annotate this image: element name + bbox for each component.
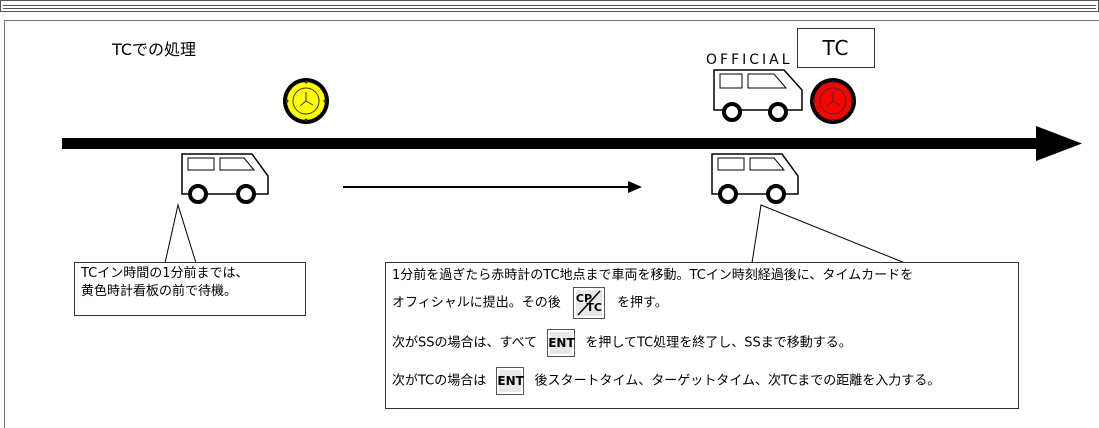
callout2-line3-post: を押してTC処理を終了し、SSまで移動する。 bbox=[585, 335, 852, 351]
callout2-line2-pre: オフィシャルに提出。その後 bbox=[392, 295, 561, 311]
cp-tc-button-icon: CP TC bbox=[572, 287, 605, 319]
frame-left-line bbox=[4, 20, 5, 428]
official-label: OFFICIAL bbox=[706, 52, 793, 68]
ent-button-icon-2: ENT bbox=[496, 367, 525, 395]
window-top-border bbox=[0, 0, 1099, 12]
ent-button-icon: ENT bbox=[547, 329, 576, 357]
callout2-line3: 次がSSの場合は、すべて ENT を押してTC処理を終了し、SSまで移動する。 bbox=[392, 329, 1012, 357]
official-van-icon bbox=[713, 69, 803, 122]
tc-button-label: TC bbox=[586, 301, 602, 314]
waiting-van-icon bbox=[181, 153, 269, 204]
red-clock-icon bbox=[810, 78, 856, 124]
timeline-arrow bbox=[62, 126, 1082, 161]
cp-button-label: CP bbox=[575, 292, 593, 305]
callout1-pointer bbox=[164, 203, 197, 264]
movement-arrow bbox=[343, 181, 642, 193]
callout2-line2: オフィシャルに提出。その後 CP TC を押す。 bbox=[392, 287, 1012, 319]
callout2-line3-pre: 次がSSの場合は、すべて bbox=[392, 335, 538, 351]
callout1-line2: 黄色時計看板の前で待機。 bbox=[81, 284, 238, 299]
callout2-pointer bbox=[751, 204, 906, 264]
callout-procedure: 1分前を過ぎたら赤時計のTC地点まで車両を移動。TCイン時刻経過後に、タイムカー… bbox=[385, 262, 1019, 409]
callout1-line1: TCイン時間の1分前までは、 bbox=[81, 266, 249, 281]
moved-van-icon bbox=[711, 153, 799, 204]
yellow-clock-icon bbox=[283, 78, 329, 124]
callout2-line2-post: を押す。 bbox=[617, 295, 668, 311]
frame-top-line bbox=[4, 20, 1099, 21]
callout2-line4-pre: 次がTCの場合は bbox=[392, 373, 487, 389]
callout2-line4: 次がTCの場合は ENT 後スタートタイム、ターゲットタイム、次TCまでの距離を… bbox=[392, 367, 1012, 395]
callout2-line4-post: 後スタートタイム、ターゲットタイム、次TCまでの距離を入力する。 bbox=[534, 373, 941, 389]
diagram-title: TCでの処理 bbox=[112, 40, 197, 59]
tc-sign: TC bbox=[797, 28, 875, 68]
callout-waiting: TCイン時間の1分前までは、 黄色時計看板の前で待機。 bbox=[74, 262, 306, 316]
callout2-line1: 1分前を過ぎたら赤時計のTC地点まで車両を移動。TCイン時刻経過後に、タイムカー… bbox=[392, 268, 914, 283]
